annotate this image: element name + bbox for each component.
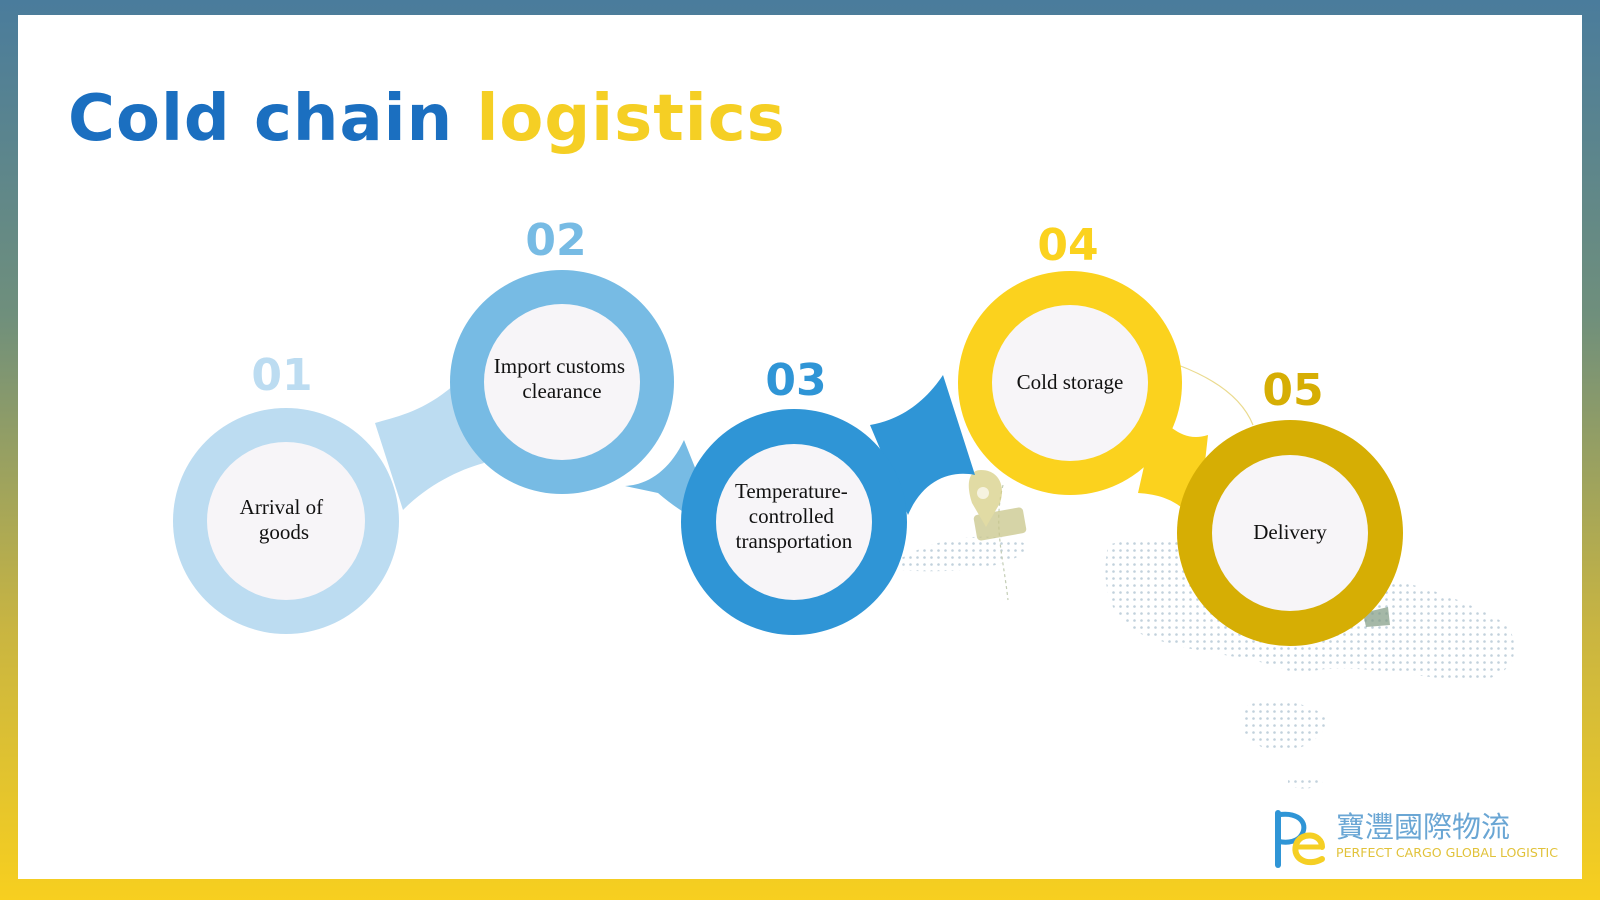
step-01-number: 01 bbox=[251, 350, 312, 401]
step-03-center bbox=[716, 444, 872, 600]
title-part-yellow: logistics bbox=[476, 82, 786, 156]
process-flow-diagram: 01 Arrival of goods 02 Import customs cl… bbox=[173, 215, 1515, 789]
page-title: Cold chain logistics bbox=[68, 87, 786, 151]
step-02-number: 02 bbox=[525, 215, 586, 266]
step-03: 03 Temperature- controlled transportatio… bbox=[681, 355, 907, 635]
step-05-center bbox=[1212, 455, 1368, 611]
map-pin-icon bbox=[968, 470, 1027, 541]
logo-chinese-name: 寶灃國際物流 bbox=[1336, 810, 1510, 844]
step-04-center bbox=[992, 305, 1148, 461]
step-04: 04 Cold storage bbox=[958, 220, 1182, 495]
step-01: 01 Arrival of goods bbox=[173, 350, 399, 634]
step-05: 05 Delivery bbox=[1177, 365, 1403, 646]
step-05-number: 05 bbox=[1262, 365, 1323, 416]
step-02-center bbox=[484, 304, 640, 460]
slide: Cold chain logistics bbox=[18, 15, 1582, 879]
step-03-label: Temperature- controlled transportation bbox=[735, 479, 853, 553]
step-03-number: 03 bbox=[765, 355, 826, 406]
step-05-label: Delivery bbox=[1253, 520, 1327, 544]
title-part-blue: Cold chain bbox=[68, 82, 454, 156]
step-04-label: Cold storage bbox=[1017, 370, 1124, 394]
step-01-center bbox=[207, 442, 365, 600]
step-04-number: 04 bbox=[1037, 220, 1098, 271]
logo-english-name: PERFECT CARGO GLOBAL LOGISTIC bbox=[1336, 846, 1558, 860]
step-01-label: Arrival of goods bbox=[240, 495, 329, 544]
company-logo: 寶灃國際物流 PERFECT CARGO GLOBAL LOGISTIC bbox=[1275, 810, 1558, 868]
step-02: 02 Import customs clearance bbox=[450, 215, 674, 494]
pe-monogram-icon bbox=[1275, 810, 1325, 868]
step-02-label: Import customs clearance bbox=[494, 354, 631, 403]
